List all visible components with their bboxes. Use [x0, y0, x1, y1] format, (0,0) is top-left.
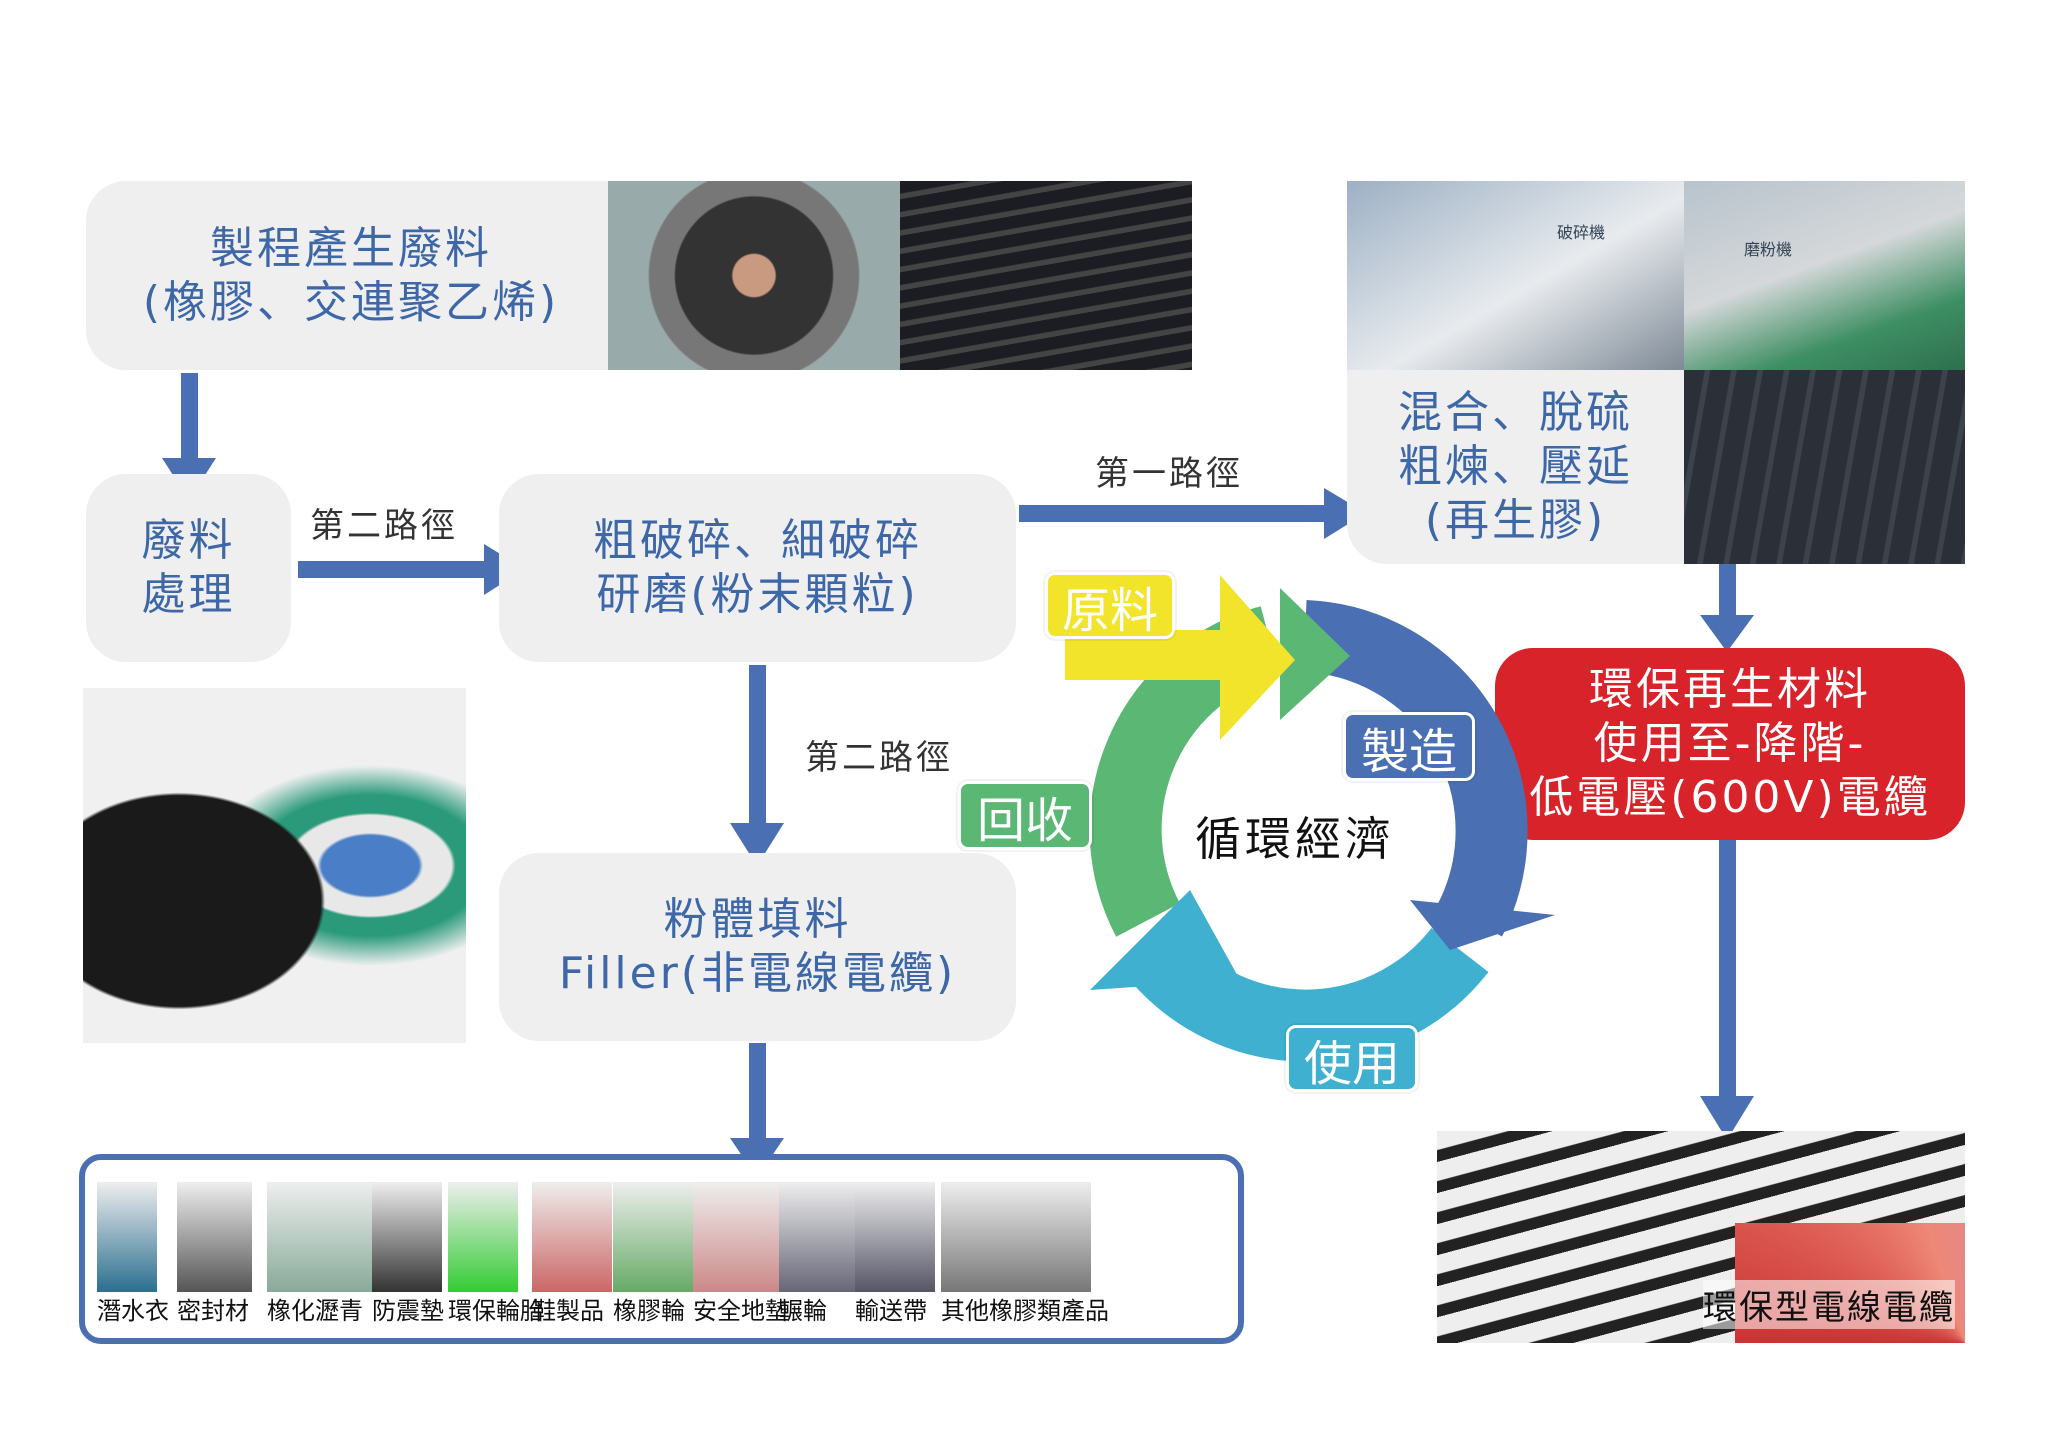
- crush-line2: 研磨(粉末顆粒): [596, 569, 919, 620]
- eco-line2: 使用至-降階-: [1593, 718, 1867, 769]
- blue-arrowhead: [1410, 900, 1555, 950]
- filler-line2: Filler(非電線電纜): [558, 948, 957, 999]
- eco-line3: 低電壓(600V)電纜: [1529, 772, 1931, 823]
- product-label: 鞋製品: [532, 1297, 604, 1325]
- product-image: [372, 1182, 442, 1292]
- manufacture-tag: 製造: [1343, 712, 1475, 781]
- yellow-raw-arrow: [1065, 575, 1295, 740]
- product-image: [941, 1182, 1091, 1292]
- source-line1: 製程產生廢料: [210, 222, 492, 274]
- route-second-label-2: 第二路徑: [805, 738, 953, 778]
- route-second-label: 第二路徑: [310, 506, 458, 546]
- product-label: 輸送帶: [855, 1297, 927, 1325]
- green-arrowhead: [1280, 588, 1350, 720]
- product-label: 輾輪: [779, 1297, 827, 1325]
- waste-line1: 廢料: [141, 515, 236, 566]
- grinder-machine-photo: 磨粉機: [1684, 181, 1965, 370]
- waste-processing-box: 廢料處理: [86, 474, 291, 662]
- cable-caption: 環保型電線電纜: [1703, 1280, 1955, 1329]
- product-strip: 潛水衣密封材橡化瀝青防震墊環保輪胎鞋製品橡膠輪安全地墊輾輪輸送帶其他橡膠類產品: [79, 1154, 1244, 1344]
- regen-line3: (再生膠): [1424, 495, 1607, 546]
- pellets-photo: [83, 688, 466, 1043]
- regen-line2: 粗煉、壓延: [1398, 441, 1633, 492]
- crushing-box: 粗破碎、細破碎研磨(粉末顆粒): [499, 474, 1016, 662]
- cable-cross-section-photo: [608, 181, 900, 370]
- product-label: 密封材: [177, 1297, 249, 1325]
- product-label: 環保輪胎: [448, 1297, 544, 1325]
- calendered-rubber-photo: [1684, 370, 1965, 564]
- crusher-machine-photo: 破碎機: [1347, 181, 1684, 370]
- crusher-label: 破碎機: [1557, 223, 1606, 242]
- eco-material-box: 環保再生材料使用至-降階-低電壓(600V)電纜: [1495, 648, 1965, 840]
- product-image: [779, 1182, 864, 1292]
- product-label: 橡化瀝青: [267, 1297, 363, 1325]
- cyan-arrowhead: [1090, 890, 1240, 990]
- regenerated-rubber-box: 混合、脫硫粗煉、壓延(再生膠): [1347, 370, 1684, 564]
- source-box: 製程產生廢料(橡膠、交連聚乙烯): [86, 181, 646, 370]
- use-tag: 使用: [1286, 1025, 1418, 1092]
- product-label: 橡膠輪: [613, 1297, 685, 1325]
- product-image: [532, 1182, 612, 1292]
- product-label: 安全地墊: [693, 1297, 789, 1325]
- recycle-tag: 回收: [958, 781, 1092, 850]
- scrap-cables-photo: [900, 181, 1192, 370]
- regen-line1: 混合、脫硫: [1398, 387, 1633, 438]
- crush-line1: 粗破碎、細破碎: [593, 515, 922, 566]
- eco-cable-photo: 環保型電線電纜: [1437, 1131, 1965, 1343]
- product-image: [97, 1182, 157, 1292]
- product-image: [693, 1182, 783, 1292]
- route-first-label: 第一路徑: [1095, 454, 1243, 494]
- filler-line1: 粉體填料: [663, 894, 852, 945]
- product-label: 防震墊: [372, 1297, 444, 1325]
- grinder-label: 磨粉機: [1744, 240, 1793, 259]
- cycle-center-label: 循環經濟: [1195, 812, 1395, 866]
- product-image: [267, 1182, 372, 1292]
- eco-line1: 環保再生材料: [1588, 664, 1871, 715]
- waste-line2: 處理: [141, 569, 236, 620]
- raw-material-tag: 原料: [1045, 572, 1175, 639]
- product-image: [448, 1182, 518, 1292]
- product-image: [613, 1182, 693, 1292]
- product-label: 潛水衣: [97, 1297, 169, 1325]
- product-image: [855, 1182, 935, 1292]
- source-line2: (橡膠、交連聚乙烯): [142, 276, 560, 328]
- product-label: 其他橡膠類產品: [941, 1297, 1109, 1325]
- product-image: [177, 1182, 252, 1292]
